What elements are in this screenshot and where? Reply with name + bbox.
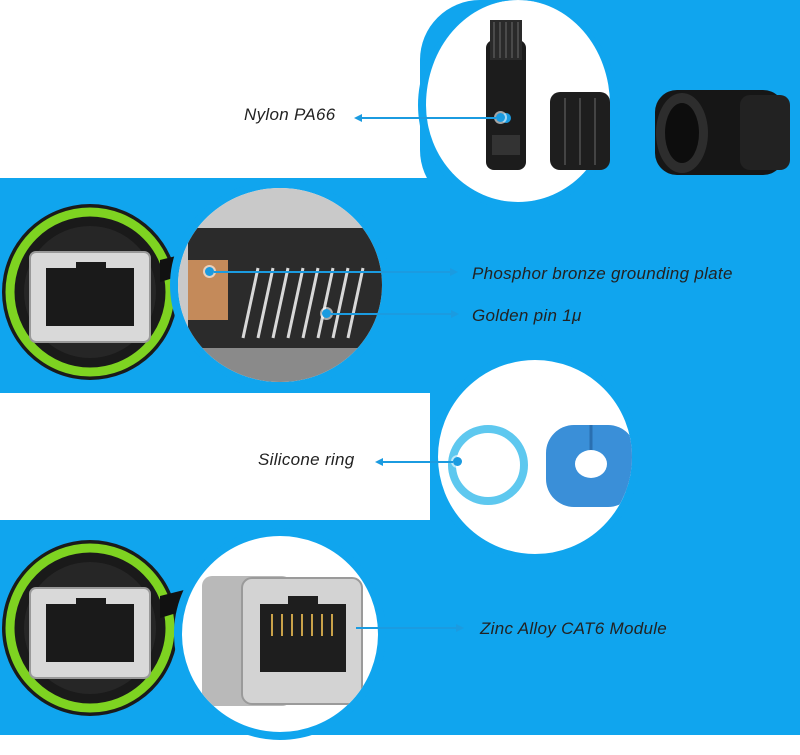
nylon-parts-extra	[550, 90, 790, 175]
grounding-label: Phosphor bronze grounding plate	[472, 264, 733, 283]
cat6-module-image	[202, 576, 363, 706]
pin-label: Golden pin 1μ	[472, 306, 582, 325]
nylon-pointer-line	[354, 114, 496, 121]
module-label: Zinc Alloy CAT6 Module	[480, 619, 668, 638]
nylon-marker-dot	[496, 113, 505, 122]
nylon-gland-image	[486, 20, 526, 170]
nylon-parts-circle	[418, 0, 618, 210]
silicone-marker-dot	[453, 457, 462, 466]
pin-pointer-line	[331, 310, 459, 317]
silicone-ring-circle	[430, 352, 640, 562]
pin-marker-dot	[322, 309, 331, 318]
grounding-marker-dot	[205, 267, 214, 276]
silicone-ring-image	[448, 425, 632, 507]
silicone-pointer-line	[375, 458, 453, 465]
grounding-pointer-line	[214, 268, 458, 275]
silicone-label: Silicone ring	[258, 450, 355, 469]
jack-interior-image	[178, 188, 382, 382]
cat6-module-circle	[174, 528, 386, 740]
nylon-label: Nylon PA66	[244, 105, 336, 124]
module-pointer-line	[356, 624, 464, 631]
grounding-plate-circle	[170, 180, 390, 390]
